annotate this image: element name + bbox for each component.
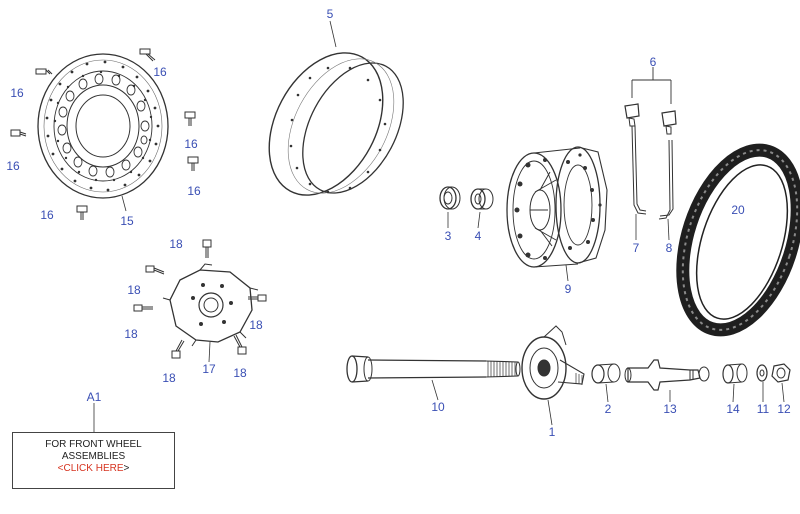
carrier-bolt-18d[interactable] [248, 294, 267, 302]
front-box-line1: FOR FRONT WHEEL [45, 439, 142, 450]
callout-1[interactable]: 1 [548, 425, 556, 439]
washer-11[interactable] [756, 364, 768, 382]
distance-piece-13[interactable] [624, 359, 710, 391]
click-here-close: > [123, 463, 130, 474]
callout-4[interactable]: 4 [474, 229, 482, 243]
callout-7[interactable]: 7 [632, 241, 640, 255]
bushing-14[interactable] [722, 363, 748, 384]
bearing-4[interactable] [470, 188, 494, 210]
callout-2[interactable]: 2 [604, 402, 612, 416]
callout-5[interactable]: 5 [326, 7, 334, 21]
callout-18[interactable]: 18 [124, 327, 138, 341]
front-wheel-assemblies-box: FOR FRONT WHEEL ASSEMBLIES <CLICK HERE> [12, 432, 175, 489]
axle[interactable] [346, 355, 521, 383]
click-here-open: < [57, 463, 64, 474]
disc-bolt-16e[interactable] [187, 156, 199, 171]
callout-18[interactable]: 18 [233, 366, 247, 380]
click-here-link[interactable]: CLICK HERE [63, 463, 124, 474]
callout-18[interactable]: 18 [127, 283, 141, 297]
callout-18[interactable]: 18 [162, 371, 176, 385]
callout-leader-lines [93, 20, 785, 432]
callout-16[interactable]: 16 [40, 208, 54, 222]
callout-16[interactable]: 16 [187, 184, 201, 198]
callout-6[interactable]: 6 [649, 55, 657, 69]
wheel-rim[interactable] [246, 33, 424, 214]
callout-13[interactable]: 13 [663, 402, 677, 416]
callout-line-6 [631, 67, 672, 104]
wheel-hub[interactable] [506, 146, 608, 268]
callout-17[interactable]: 17 [202, 362, 216, 376]
valve-7[interactable] [624, 103, 647, 215]
callout-11[interactable]: 11 [756, 402, 770, 416]
tire[interactable] [662, 135, 800, 344]
callout-8[interactable]: 8 [665, 241, 673, 255]
callout-14[interactable]: 14 [726, 402, 740, 416]
click-here-wrapper: <CLICK HERE> [13, 463, 174, 475]
callout-9[interactable]: 9 [564, 282, 572, 296]
disc-bolt-16b[interactable] [139, 48, 156, 62]
disc-bolt-16f[interactable] [76, 205, 88, 220]
callout-18[interactable]: 18 [249, 318, 263, 332]
disc-carrier[interactable] [162, 263, 259, 347]
disc-bolt-16a[interactable] [35, 68, 53, 75]
callout-16[interactable]: 16 [10, 86, 24, 100]
callout-20[interactable]: 20 [731, 203, 745, 217]
disc-bolt-16d[interactable] [184, 111, 196, 126]
carrier-bolt-18b[interactable] [145, 265, 165, 275]
bushing-2[interactable] [591, 363, 621, 384]
spacer-3[interactable] [439, 186, 461, 210]
carrier-bolt-18f[interactable] [233, 334, 247, 355]
callout-16[interactable]: 16 [6, 159, 20, 173]
callout-3[interactable]: 3 [444, 229, 452, 243]
carrier-bolt-18a[interactable] [202, 239, 212, 258]
callout-18[interactable]: 18 [169, 237, 183, 251]
callout-16[interactable]: 16 [153, 65, 167, 79]
callout-a1[interactable]: A1 [86, 390, 102, 404]
carrier-bolt-18c[interactable] [133, 304, 153, 312]
valve-8[interactable] [658, 110, 677, 220]
carrier-bolt-18e[interactable] [171, 339, 185, 359]
front-box-line2: ASSEMBLIES [61, 451, 126, 462]
callout-15[interactable]: 15 [120, 214, 134, 228]
disc-bolt-16c[interactable] [10, 129, 27, 137]
brake-disc[interactable] [37, 53, 169, 199]
callout-12[interactable]: 12 [777, 402, 791, 416]
callout-16[interactable]: 16 [184, 137, 198, 151]
callout-10[interactable]: 10 [431, 400, 445, 414]
nut-12[interactable] [771, 363, 791, 383]
speedometer-drive[interactable] [521, 325, 585, 400]
